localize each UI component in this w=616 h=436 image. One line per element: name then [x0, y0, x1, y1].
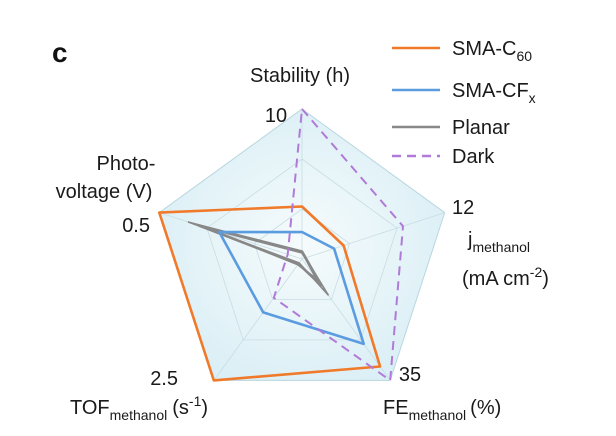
axis-label-tof-unit-sup: -1: [189, 393, 202, 409]
series-line-sma-cfx: [218, 230, 366, 346]
axis-label-jmethanol: jmethanol: [467, 229, 530, 255]
legend-label-sma-cfx: SMA-CFx: [452, 80, 536, 106]
axis-max-tof: 2.5: [150, 368, 178, 390]
panel-label: c: [52, 37, 68, 68]
radar-spoke: [301, 212, 445, 260]
axis-label-fe: FEmethanol(%): [383, 397, 501, 423]
radar-grid-ring: [206, 158, 398, 341]
legend: SMA-C60 SMA-CFx Planar Dark: [392, 38, 536, 168]
axis-label-photovoltage-line1: Photo-: [97, 153, 156, 175]
legend-sma-cfx-sub: x: [529, 90, 536, 106]
series-line-dark: [272, 108, 404, 382]
legend-sma-c60-main: SMA-C: [452, 38, 516, 60]
axis-max-stability: 10: [265, 105, 287, 127]
radar-series: [158, 108, 404, 382]
axis-label-fe-main: FE: [383, 397, 409, 419]
axis-max-photovoltage: 0.5: [122, 215, 150, 237]
legend-sma-c60-sub: 60: [516, 48, 532, 64]
axis-label-fe-sub: methanol: [409, 407, 467, 423]
axis-unit-j-post: ): [542, 268, 549, 290]
axis-label-tof: TOFmethanol(s-1): [70, 393, 208, 423]
legend-label-planar: Planar: [452, 117, 510, 139]
axis-unit-jmethanol: (mA cm-2): [462, 264, 549, 290]
legend-label-sma-c60: SMA-C60: [452, 38, 532, 64]
axis-label-stability: Stability (h): [250, 65, 350, 87]
radar-spoke: [159, 212, 303, 260]
axis-label-fe-unit: (%): [470, 397, 501, 419]
axis-unit-j-pre: (mA cm: [462, 268, 530, 290]
radar-spoke: [213, 258, 303, 381]
axis-label-tof-unit-post: ): [201, 397, 208, 419]
legend-sma-cfx-main: SMA-CF: [452, 80, 529, 102]
axis-label-j-sub: methanol: [472, 239, 530, 255]
axis-max-fe: 35: [399, 364, 421, 386]
series-line-sma-c60: [158, 205, 382, 382]
axis-label-tof-sub: methanol: [110, 407, 168, 423]
radar-grid-ring: [253, 208, 351, 300]
legend-label-dark: Dark: [452, 146, 495, 168]
axis-unit-j-sup: -2: [530, 264, 543, 280]
series-line-planar: [198, 224, 323, 287]
axis-label-j-main: j: [467, 229, 472, 251]
axis-label-tof-main: TOF: [70, 397, 110, 419]
axis-label-photovoltage-line2: voltage (V): [56, 181, 153, 203]
axis-max-jmethanol: 12: [452, 197, 474, 219]
axis-label-tof-unit-pre: (s: [172, 397, 189, 419]
radar-grid: [158, 108, 446, 381]
